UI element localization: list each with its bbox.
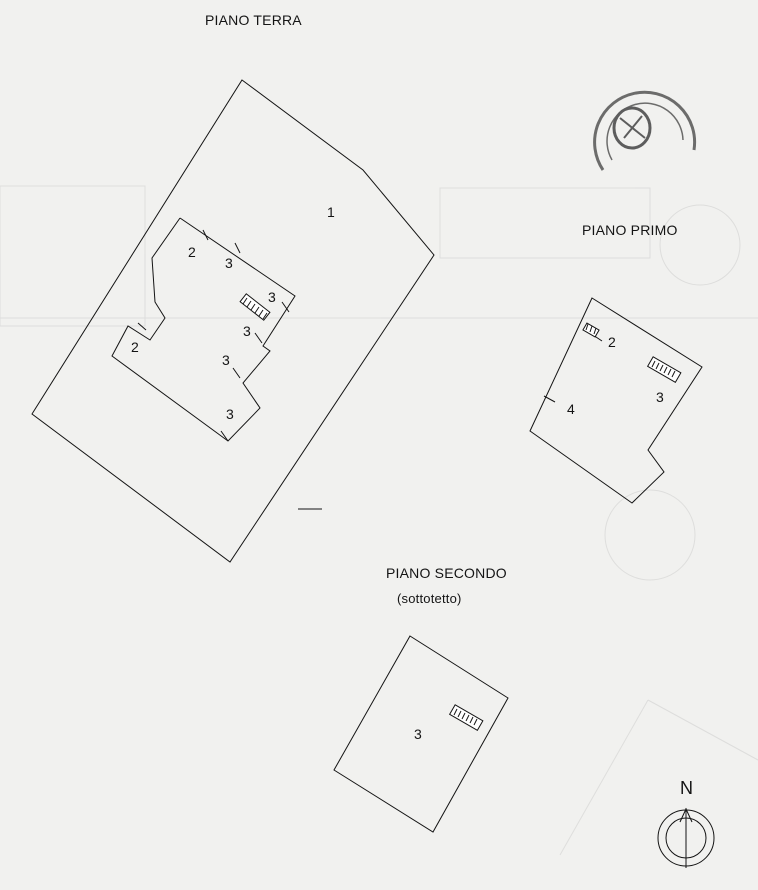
ground-floor-stair xyxy=(239,293,271,321)
room-number: 4 xyxy=(567,401,575,417)
territorio-stamp xyxy=(593,90,697,171)
room-number: 3 xyxy=(225,255,233,271)
first-floor-title: PIANO PRIMO xyxy=(582,222,678,238)
room-number: 3 xyxy=(656,389,664,405)
north-label: N xyxy=(680,778,694,798)
second-floor-plan xyxy=(333,635,509,833)
room-number: 3 xyxy=(243,323,251,339)
second-floor-note: (sottotetto) xyxy=(397,591,462,606)
second-floor-outline xyxy=(333,635,509,833)
room-number: 2 xyxy=(188,244,196,260)
room-number: 3 xyxy=(222,352,230,368)
ground-floor-plan xyxy=(31,79,435,563)
room-number: 2 xyxy=(608,334,616,350)
room-number: 3 xyxy=(268,289,276,305)
second-floor-stair xyxy=(448,704,484,732)
first-floor-plan xyxy=(529,297,703,504)
north-arrow-icon xyxy=(657,807,715,868)
ghost-background-print xyxy=(0,185,758,856)
room-number: 3 xyxy=(414,726,422,742)
stamp-emblem-icon xyxy=(612,106,652,150)
ground-floor-boundary xyxy=(31,79,435,563)
room-number: 2 xyxy=(131,339,139,355)
ground-floor-building xyxy=(111,217,296,442)
second-floor-title: PIANO SECONDO xyxy=(386,565,507,581)
room-number: 1 xyxy=(327,204,335,220)
first-floor-small-stair xyxy=(582,322,600,338)
first-floor-outline xyxy=(529,297,703,504)
ground-floor-title: PIANO TERRA xyxy=(205,12,302,28)
room-number: 3 xyxy=(226,406,234,422)
first-floor-stair xyxy=(646,356,682,384)
